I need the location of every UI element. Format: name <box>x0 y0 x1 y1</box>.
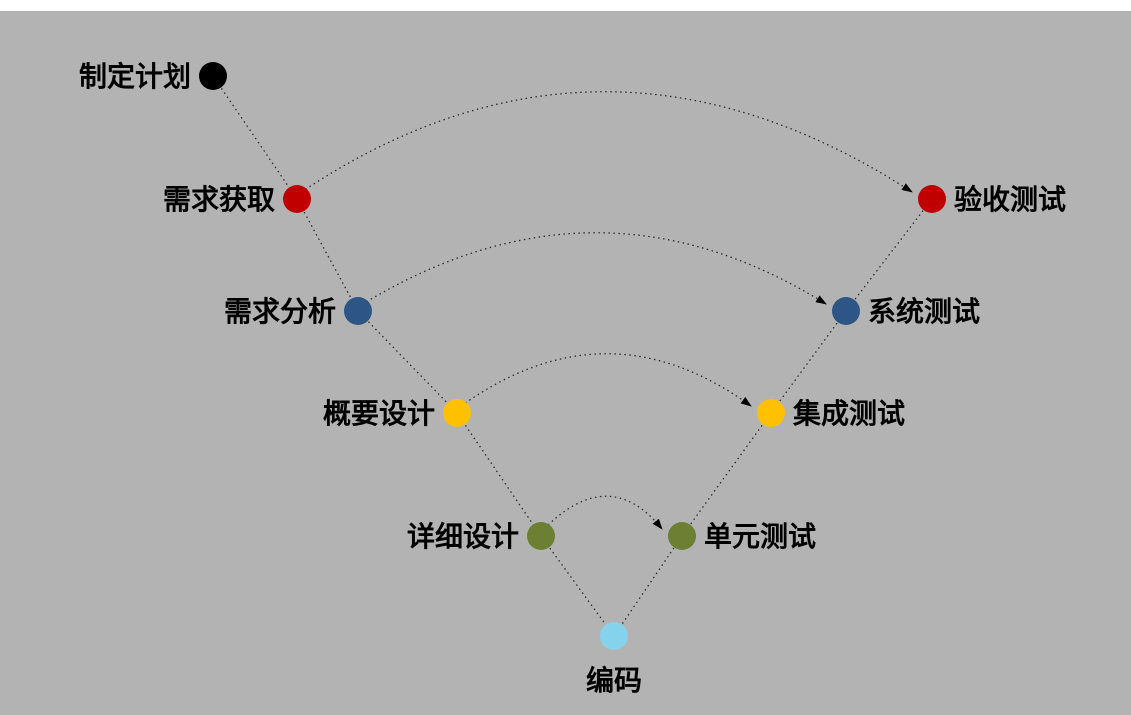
arc-req-analysis-system-test <box>357 232 827 308</box>
node-system-test-label: 系统测试 <box>868 295 980 327</box>
edge-unit-test-integration-test <box>681 412 772 537</box>
edge-hl-design-detail-design <box>456 412 542 537</box>
node-detail-design-dot <box>527 522 555 550</box>
edge-coding-unit-test <box>613 535 683 637</box>
node-req-analysis-label: 需求分析 <box>224 296 336 327</box>
node-acceptance-test-label: 验收测试 <box>954 183 1066 215</box>
node-req-gather-label: 需求获取 <box>163 184 275 215</box>
arc-hl-design-integration-test <box>456 353 752 410</box>
arc-detail-design-unit-test <box>540 495 663 533</box>
arc-req-gather-acceptance-test <box>296 91 913 196</box>
node-integration-test-label: 集成测试 <box>792 398 905 429</box>
top-margin <box>0 0 1131 11</box>
node-hl-design-dot <box>443 399 471 427</box>
node-plan-label: 制定计划 <box>79 60 191 92</box>
edge-system-test-acceptance-test <box>845 198 933 312</box>
edge-req-analysis-hl-design <box>357 310 458 414</box>
node-integration-test-dot <box>757 399 785 427</box>
node-req-analysis-dot <box>344 297 372 325</box>
node-coding-label: 编码 <box>586 664 642 696</box>
node-unit-test-dot <box>668 522 696 550</box>
node-unit-test-label: 单元测试 <box>704 521 816 552</box>
edge-detail-design-coding <box>540 535 615 637</box>
node-req-gather-dot <box>283 185 311 213</box>
node-hl-design-label: 概要设计 <box>323 398 435 429</box>
node-plan-dot <box>199 62 227 90</box>
edge-req-gather-req-analysis <box>296 198 359 312</box>
node-detail-design-label: 详细设计 <box>407 520 519 552</box>
edge-plan-req-gather <box>212 75 298 200</box>
node-system-test-dot <box>832 297 860 325</box>
node-coding-dot <box>600 622 628 650</box>
node-acceptance-test-dot <box>918 185 946 213</box>
edge-integration-test-system-test <box>770 310 847 414</box>
